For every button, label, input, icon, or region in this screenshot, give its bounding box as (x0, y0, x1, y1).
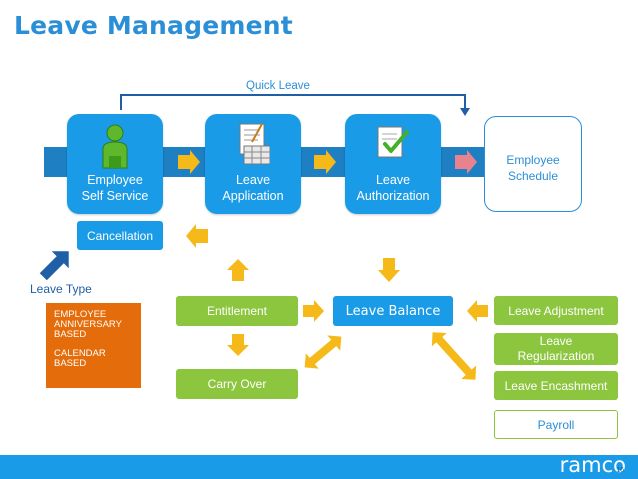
arrow-to-cancellation (186, 224, 208, 248)
stage-label: Leave Application (222, 173, 284, 203)
employee-person-icon (102, 124, 128, 169)
stage-employee-self-service[interactable]: Employee Self Service (67, 114, 163, 214)
payroll-box[interactable]: Payroll (494, 410, 618, 439)
arrow-adjustment-to-balance (467, 300, 488, 322)
process-arrow-1 (178, 150, 200, 174)
leave-encashment-box[interactable]: Leave Encashment (494, 371, 618, 400)
leave-balance-box[interactable]: Leave Balance (333, 296, 453, 326)
leave-type-anniversary: EMPLOYEE ANNIVERSARY BASED (54, 309, 122, 340)
authorization-check-icon (377, 126, 409, 158)
carry-over-box[interactable]: Carry Over (176, 369, 298, 399)
page-title: Leave Management (14, 11, 293, 40)
process-arrow-2 (314, 150, 336, 174)
leave-adjustment-box[interactable]: Leave Adjustment (494, 296, 618, 325)
cancellation-box[interactable]: Cancellation (77, 221, 163, 250)
arrow-to-leave-balance (378, 258, 400, 282)
stage-leave-application[interactable]: Leave Application (205, 114, 301, 214)
page-number: 16 (616, 467, 624, 474)
stage-label: Leave Authorization (356, 173, 430, 203)
stage-leave-authorization[interactable]: Leave Authorization (345, 114, 441, 214)
leave-type-box: EMPLOYEE ANNIVERSARY BASED CALENDAR BASE… (46, 303, 141, 388)
arrow-leave-type (39, 251, 69, 281)
leave-type-calendar: CALENDAR BASED (54, 348, 106, 369)
arrow-entitlement-to-carryover (227, 334, 249, 356)
arrow-entitlement-to-balance (303, 300, 324, 322)
process-arrow-3 (455, 150, 477, 174)
quick-leave-label: Quick Leave (246, 80, 310, 92)
arrow-entitlement-up (227, 259, 249, 281)
leave-regularization-box[interactable]: Leave Regularization (494, 333, 618, 365)
stage-label: Employee Schedule (506, 153, 560, 183)
leave-type-label: Leave Type (30, 282, 92, 296)
stage-employee-schedule[interactable]: Employee Schedule (484, 116, 582, 212)
stage-label: Employee Self Service (81, 173, 149, 203)
entitlement-box[interactable]: Entitlement (176, 296, 298, 326)
footer-bar (0, 455, 638, 479)
ramco-logo: ramco (559, 453, 626, 477)
arrow-balance-encashment (431, 332, 477, 380)
arrow-carryover-balance (304, 335, 342, 369)
application-form-icon (239, 123, 270, 165)
